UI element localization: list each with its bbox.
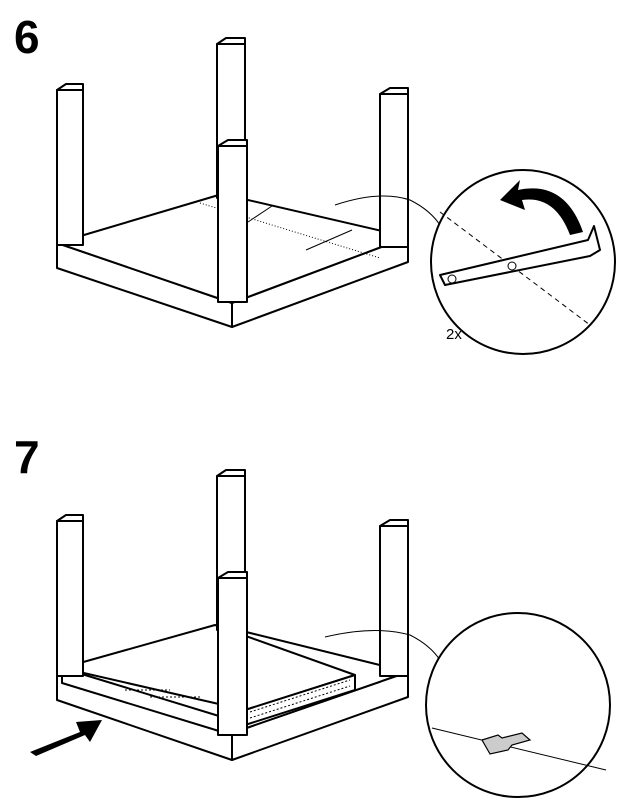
- step-number-7: 7: [14, 431, 40, 483]
- callout-leader: [334, 195, 441, 226]
- leg-right: [379, 87, 409, 248]
- callout-leader: [324, 630, 441, 661]
- rotate-arrow-icon: [500, 180, 583, 235]
- leg-right: [379, 519, 409, 677]
- leg-left: [56, 514, 84, 677]
- network-switch: [61, 624, 356, 736]
- detail-callout-7: [425, 612, 611, 798]
- step-number-6: 6: [14, 11, 40, 63]
- leg-left: [56, 83, 84, 246]
- leg-front: [217, 571, 248, 736]
- leg-front: [217, 139, 248, 303]
- detail-callout-6: [430, 169, 616, 355]
- push-arrow-icon: [30, 720, 102, 756]
- step-7-table: [30, 469, 611, 798]
- step-6-table: [56, 37, 616, 355]
- mounting-bracket: [247, 205, 353, 251]
- quantity-label: 2x: [446, 326, 462, 343]
